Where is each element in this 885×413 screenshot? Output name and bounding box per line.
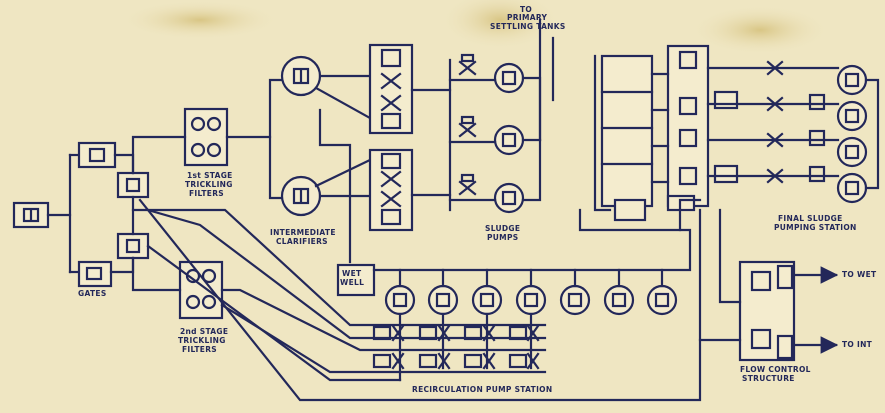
paper-stain — [690, 5, 830, 55]
second-stage-label-3: FILTERS — [182, 346, 217, 354]
gates-label: GATES — [78, 290, 107, 298]
sludge-pump — [460, 55, 523, 92]
sludge-pumps-label-1: SLUDGE — [485, 225, 520, 233]
final-pump-row — [715, 62, 866, 202]
gate-box — [79, 143, 115, 167]
distribution-box — [118, 234, 148, 258]
final-clarifier-bank — [602, 56, 652, 220]
recirculation-valves — [374, 326, 538, 368]
intermediate-label-2: CLARIFIERS — [276, 238, 328, 246]
second-stage-label-2: TRICKLING — [178, 337, 226, 345]
first-stage-filter — [185, 109, 227, 165]
intermediate-label-1: INTERMEDIATE — [270, 229, 336, 237]
intermediate-clarifier — [282, 177, 320, 215]
first-stage-label-1: 1st STAGE — [187, 172, 233, 180]
to-primary-label-3: SETTLING TANKS — [490, 23, 566, 31]
flow-control-label-1: FLOW CONTROL — [740, 366, 811, 374]
flow-control-label-2: STRUCTURE — [742, 375, 795, 383]
second-stage-label-1: 2nd STAGE — [180, 328, 228, 336]
second-stage-filter — [180, 262, 222, 318]
final-sludge-label-1: FINAL SLUDGE — [778, 215, 843, 223]
intermediate-clarifier — [282, 57, 320, 95]
sludge-pump — [460, 117, 523, 154]
distribution-box — [118, 173, 148, 197]
wet-well-label-1: WET — [342, 270, 361, 278]
first-stage-label-3: FILTERS — [189, 190, 224, 198]
paper-stain — [120, 0, 280, 40]
recirculation-pumps — [386, 270, 676, 314]
sludge-pump — [460, 175, 523, 212]
clarifier-valve-box — [370, 150, 412, 230]
to-wet-label: TO WET — [842, 271, 876, 279]
final-sludge-label-2: PUMPING STATION — [774, 224, 857, 232]
to-primary-label-2: PRIMARY — [507, 14, 547, 22]
gate-box — [79, 262, 111, 286]
inlet-structure — [14, 203, 48, 227]
wet-well-label-2: WELL — [340, 279, 364, 287]
first-stage-label-2: TRICKLING — [185, 181, 233, 189]
to-int-label: TO INT — [842, 341, 872, 349]
clarifier-valve-box — [370, 45, 412, 133]
final-valve-bank — [668, 46, 708, 210]
sludge-pumps-label-2: PUMPS — [487, 234, 518, 242]
recirculation-label: RECIRCULATION PUMP STATION — [412, 386, 552, 394]
flow-control-structure — [740, 262, 794, 360]
